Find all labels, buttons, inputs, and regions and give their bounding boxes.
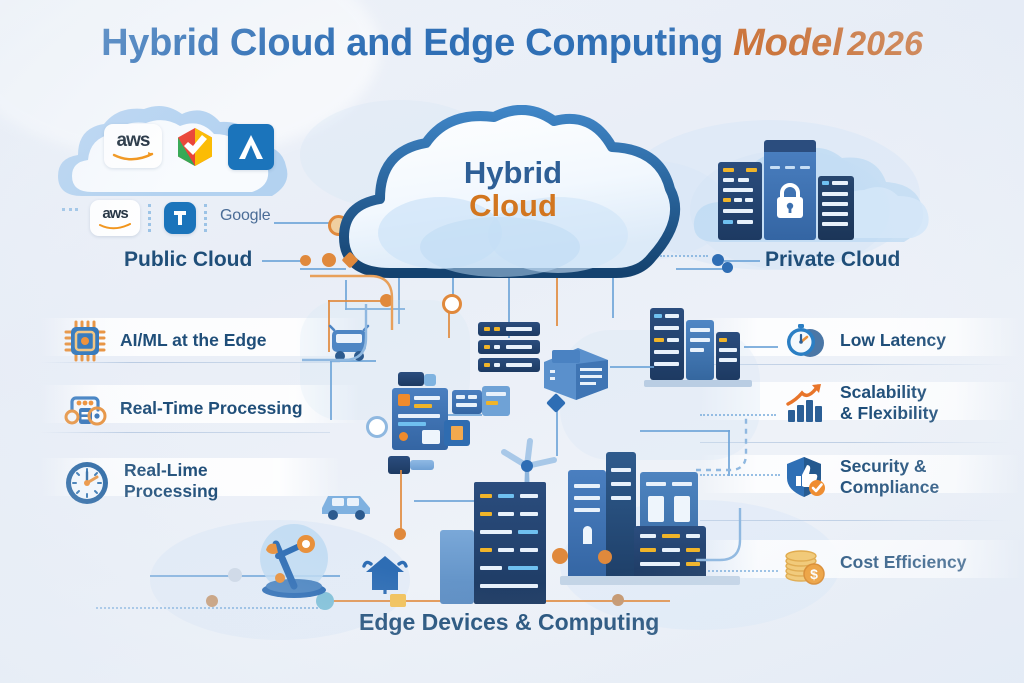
hybrid-cloud-label-line1: Hybrid [463,155,563,190]
google-cloud-hex-icon [178,128,212,166]
feature-label-real-lime-line2: Processing [124,481,219,501]
feature-label-real-time: Real-Time Processing [120,398,303,419]
divider-l1 [40,432,330,433]
dotted-divider-2 [204,204,207,232]
node-public-a [300,255,311,266]
right-connector-paths [696,418,748,562]
feature-real-lime-processing[interactable]: Real-Lime Processing [62,458,218,504]
smart-home-icon [360,550,410,599]
feature-label-security: Security & Compliance [840,456,939,498]
azure-logo-small [164,202,196,234]
title-accent: Model [733,22,843,64]
dotted-divider-1 [148,204,151,232]
lock-icon [777,183,803,218]
aws-logo: aws [104,124,162,168]
node-orange-2 [394,528,406,540]
wire-to-right-rack [610,366,654,368]
azure-logo [228,124,274,170]
chip-small-5 [444,420,470,446]
wire-orange-4 [400,470,402,534]
server-blade-2 [478,340,540,354]
google-cloud-logo [174,126,216,173]
node-bottom-2 [206,595,218,607]
chip-small-6 [452,390,482,414]
rack-platform [644,380,752,387]
datacenter-building-3 [568,470,606,580]
iot-device-icon [62,386,108,432]
server-blade-3 [478,358,540,372]
edge-devices-label: Edge Devices & Computing [359,609,660,635]
google-logo-wordmark: Google [220,207,271,224]
feature-label-real-lime-line1: Real-Lime [124,460,208,480]
rack-r1-icon [650,308,684,380]
server-rack-center-icon [764,140,816,240]
azure-a-icon [239,135,263,159]
wire-cloud-down-4 [556,278,558,326]
private-cloud-label: Private Cloud [765,248,901,271]
node-public-b [322,253,336,267]
feature-real-time-processing[interactable]: Real-Time Processing [62,386,303,432]
node-bottom-3 [612,594,624,606]
title-year: 2026 [847,25,923,63]
feature-label-security-line2: Compliance [840,477,940,497]
server-rack-right-icon [818,176,854,240]
aws-swoosh-small-icon [99,222,131,229]
title-main: Hybrid Cloud and Edge Computing [101,22,723,64]
feature-label-low-latency: Low Latency [840,330,946,351]
hybrid-cloud-node: Hybrid Cloud [330,105,696,283]
feature-label-scalability-line1: Scalability [840,382,927,402]
server-rack-left-icon [718,162,762,240]
satellite-dish-icon [248,522,340,607]
wire-public-label [262,260,304,262]
server-blade-1 [478,322,540,336]
feature-label-real-lime: Real-Lime Processing [124,460,218,502]
public-cloud-logo-group: aws [52,104,304,204]
wire-low-latency [744,346,778,348]
divider-l0 [40,362,340,363]
hybrid-cloud-label-line2: Cloud [469,187,557,223]
wire-cloud-to-private [676,268,726,270]
cpu-chip-icon [62,318,108,364]
chip-small-7 [482,386,510,416]
public-cloud-logo-row-2: aws Google [62,200,349,236]
node-bottom-1 [228,568,242,582]
datacenter-building-1 [474,482,546,604]
dotted-connector-left [62,208,78,211]
datacenter-building-2 [440,530,474,604]
rack-r2-icon [686,320,714,380]
feature-label-ai-ml: AI/ML at the Edge [120,330,267,351]
aws-wordmark: aws [116,129,151,151]
azure-glyph-icon [174,211,186,225]
node-ring-1 [366,416,388,438]
data-panel-icon [392,388,448,450]
feature-ai-ml-at-the-edge[interactable]: AI/ML at the Edge [62,318,267,364]
private-cloud-group [690,130,950,255]
feature-label-cost-efficiency: Cost Efficiency [840,552,967,573]
feature-label-security-line1: Security & [840,456,927,476]
aws-wordmark-small: aws [102,204,128,222]
hybrid-cloud-label: Hybrid Cloud [330,155,696,223]
public-cloud-label: Public Cloud [124,248,253,271]
node-cloud-private [722,262,733,273]
feature-label-scalability-line2: & Flexibility [840,403,939,423]
rack-r3-icon [716,332,740,380]
node-city-1 [552,548,568,564]
wire-google-right [274,222,332,224]
feature-label-scalability: Scalability & Flexibility [840,382,938,424]
aws-swoosh-icon [112,151,154,160]
chip-small-4 [410,460,434,470]
dotline-bottom-left [96,607,326,609]
clock-gauge-icon [62,458,112,504]
node-city-2 [598,550,612,564]
dotline-private [660,255,708,257]
feature-low-latency[interactable]: Low Latency [782,318,946,364]
left-connector-paths [302,274,394,362]
stopwatch-icon [782,318,828,364]
wire-cloud-down-5 [612,278,614,318]
wire-panel-right [448,414,482,416]
chip-small-3 [388,456,410,474]
aws-logo-small: aws [90,200,140,236]
